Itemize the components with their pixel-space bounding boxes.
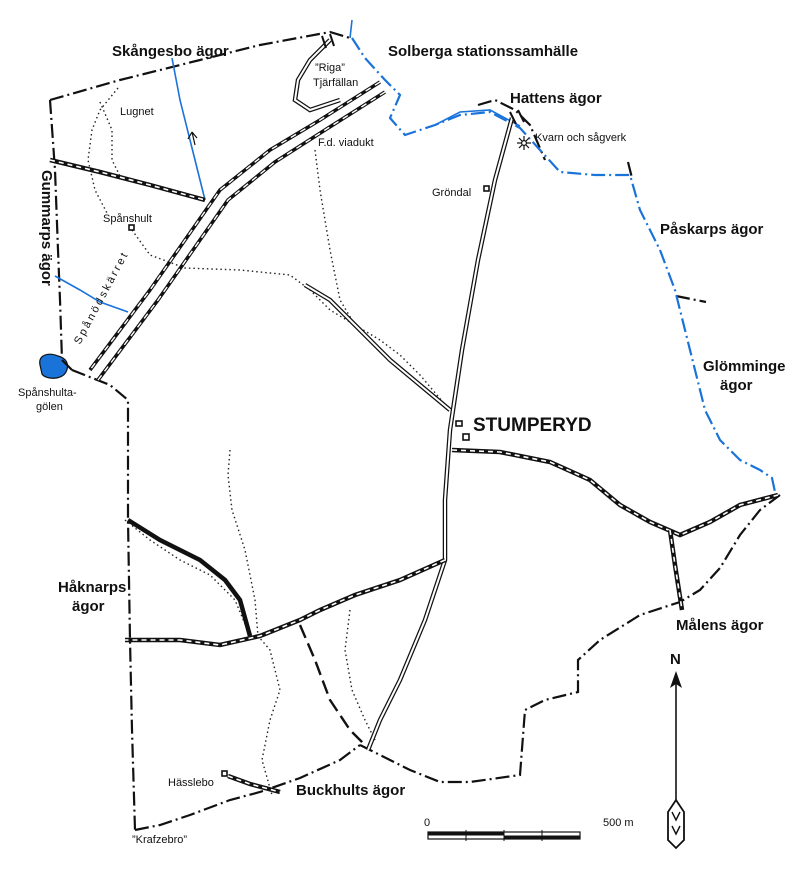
building-grondal	[483, 185, 490, 192]
label-spanshulta-line2: gölen	[36, 401, 63, 413]
crossing-mark-riga	[321, 33, 335, 49]
path-lugnet	[87, 87, 119, 216]
boundary-north	[49, 30, 351, 102]
label-stumperyd: STUMPERYD	[473, 415, 592, 436]
path-hasslebo	[227, 449, 281, 796]
boundary-hattens	[477, 98, 547, 161]
roads	[49, 38, 779, 795]
label-solberga: Solberga stationssamhälle	[388, 43, 578, 60]
path-spanshult	[131, 229, 449, 409]
scale-bar-end-label: 500 m	[603, 817, 634, 829]
boundary-solberga	[351, 37, 777, 493]
north-arrow: N	[667, 651, 685, 850]
road-south-dashed	[298, 624, 366, 746]
path-viadukt	[314, 149, 356, 326]
label-krafzebro: ”Krafzebro”	[132, 834, 187, 846]
railway-track-2	[96, 90, 386, 382]
railway-track-2-inner	[97, 91, 386, 381]
crossing-mark-hattens	[509, 109, 525, 125]
label-glomminge-line1: Glömminge	[703, 358, 786, 375]
stream-skangesbo	[171, 57, 206, 201]
label-hasslebo: Hässlebo	[168, 777, 214, 789]
label-spanshult: Spånshult	[103, 213, 152, 225]
label-haknarps-line1: Håknarps	[58, 579, 126, 596]
railway	[88, 80, 386, 382]
path-west	[124, 519, 251, 637]
boundary-southwest	[71, 368, 137, 831]
label-lugnet: Lugnet	[120, 106, 154, 118]
road-east	[451, 447, 779, 538]
label-buckhults: Buckhults ägor	[296, 782, 405, 799]
label-paskarps: Påskarps ägor	[660, 221, 764, 238]
label-malens: Målens ägor	[676, 617, 764, 634]
label-viadukt: F.d. viadukt	[318, 137, 374, 149]
north-arrow-tip-icon	[670, 671, 682, 688]
label-skangesbo: Skångesbo ägor	[112, 43, 229, 60]
road-east-inner	[451, 449, 779, 536]
boundary-south-west-part	[134, 744, 361, 832]
building-stumperyd-1	[455, 420, 463, 427]
stream-solberga	[349, 19, 353, 39]
boundary-west	[48, 99, 64, 361]
spanshulta-lake	[39, 353, 69, 379]
railway-track-1-inner	[89, 81, 381, 371]
building-spanshult	[128, 224, 135, 231]
label-glomminge-line2: ägor	[720, 377, 753, 394]
label-riga: ”Riga”	[315, 62, 345, 74]
stream-flow-arrow	[187, 131, 198, 146]
path-lugnet-2	[99, 101, 123, 181]
road-main-north-south-inner	[367, 117, 513, 751]
road-northwest-inner	[304, 284, 451, 411]
north-arrow-fletching-icon	[667, 798, 685, 850]
mill-symbol	[517, 136, 531, 150]
boundary-south	[359, 494, 781, 784]
road-gummarp	[49, 157, 206, 203]
road-hasslebo	[227, 773, 281, 795]
label-kvarn: Kvarn och sågverk	[535, 132, 627, 144]
crossing-mark-lake	[61, 359, 73, 371]
building-stumperyd-2	[462, 433, 470, 441]
label-spanshulta-line1: Spånshulta-	[18, 387, 77, 399]
boundary-paskarp-tick	[675, 294, 707, 304]
path-south-mid	[344, 609, 376, 741]
north-arrow-label: N	[670, 651, 681, 668]
stream-gummarp	[54, 275, 129, 313]
road-west	[125, 557, 446, 648]
label-gummarps: Gummarps ägor	[38, 170, 55, 286]
north-arrow-fletching-detail	[671, 811, 681, 836]
boundary-glomminge-tick	[626, 161, 634, 179]
stream-hattens	[434, 109, 521, 127]
road-malen-inner	[669, 529, 683, 611]
scale-bar-start-label: 0	[424, 817, 430, 829]
label-grondal: Gröndal	[432, 187, 471, 199]
road-west-inner	[125, 559, 446, 646]
building-hasslebo	[221, 770, 228, 777]
scale-bar: 0 500 m	[424, 817, 634, 841]
road-lake	[126, 518, 253, 637]
label-tjarfallan: Tjärfällan	[313, 77, 358, 89]
label-hattens: Hattens ägor	[510, 90, 602, 107]
label-haknarps-line2: ägor	[72, 598, 105, 615]
label-spanodskarret: Spånödskärret	[72, 249, 131, 347]
road-riga-inner	[293, 39, 341, 112]
